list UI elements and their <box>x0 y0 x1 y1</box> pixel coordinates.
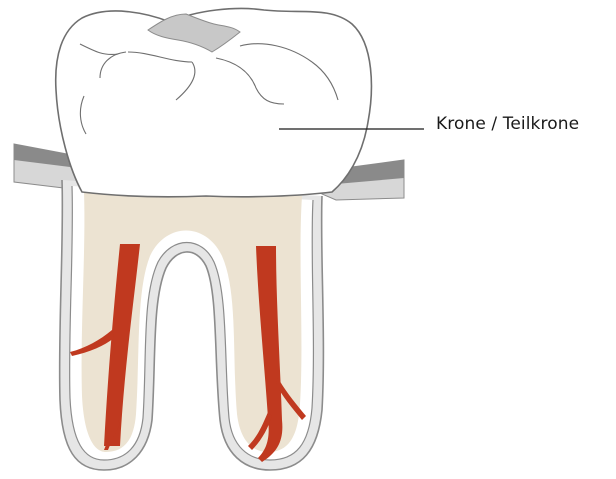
crown-label: Krone / Teilkrone <box>436 114 579 134</box>
